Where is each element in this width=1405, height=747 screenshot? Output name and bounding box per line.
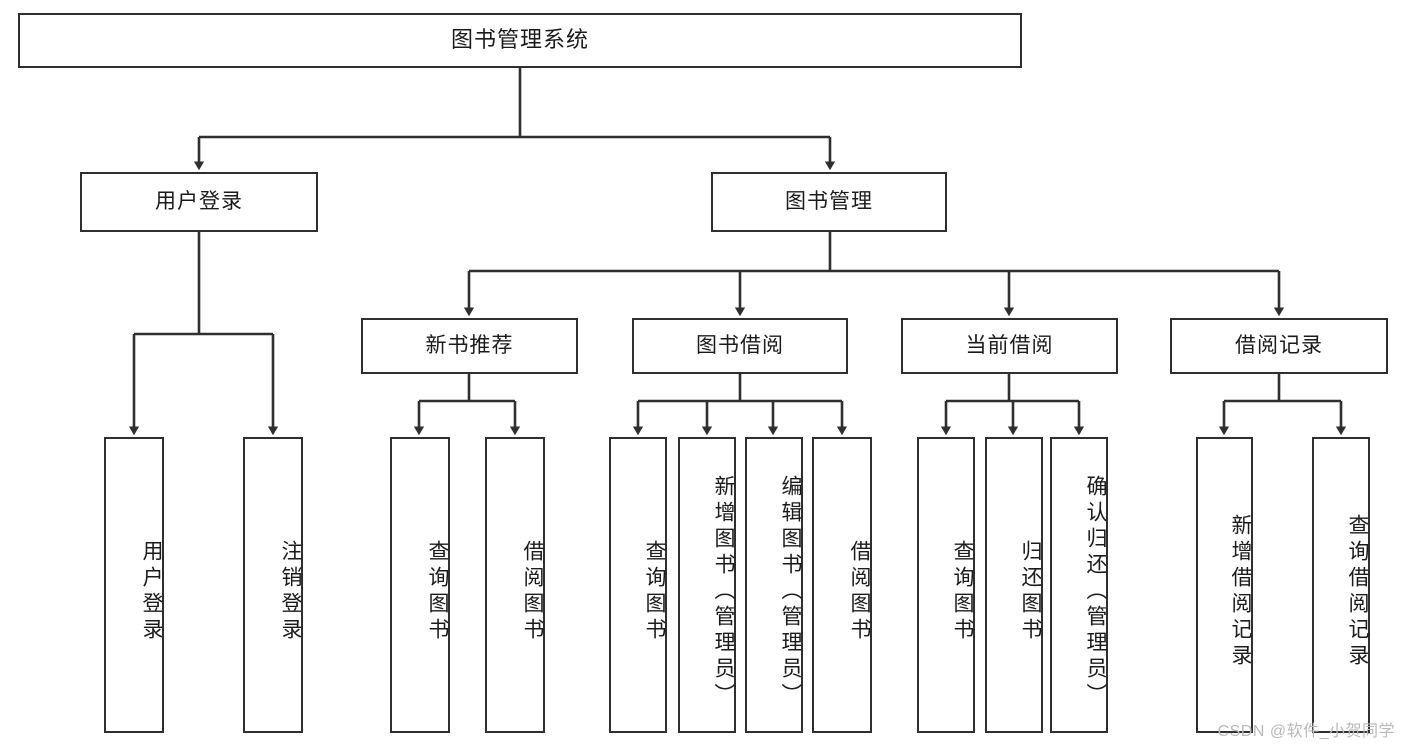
node-label: 编辑图书（管理员）	[779, 475, 802, 709]
leaf-logout-login[interactable]: 注销登录	[243, 437, 303, 733]
leaf-borrow-book[interactable]: 借阅图书	[812, 437, 872, 733]
node-book-borrow[interactable]: 图书借阅	[632, 318, 848, 374]
leaf-add-book[interactable]: 新增图书（管理员）	[678, 437, 736, 733]
node-label: 查询图书	[426, 540, 449, 644]
node-user-login[interactable]: 用户登录	[80, 172, 318, 232]
leaf-confirm-return[interactable]: 确认归还（管理员）	[1050, 437, 1108, 733]
node-label: 借阅图书	[521, 540, 544, 644]
node-label: 借阅图书	[848, 540, 871, 644]
leaf-query-book-borrow[interactable]: 查询图书	[609, 437, 667, 733]
node-label: 确认归还（管理员）	[1084, 475, 1107, 709]
leaf-query-book-current[interactable]: 查询图书	[917, 437, 975, 733]
leaf-borrow-book-new-recommend[interactable]: 借阅图书	[485, 437, 545, 733]
node-label: 图书管理	[785, 190, 873, 214]
leaf-add-borrow-record[interactable]: 新增借阅记录	[1196, 437, 1253, 733]
node-book-management-system[interactable]: 图书管理系统	[18, 13, 1022, 68]
leaf-return-book[interactable]: 归还图书	[985, 437, 1043, 733]
node-label: 归还图书	[1019, 540, 1042, 644]
node-label: 用户登录	[140, 540, 163, 644]
node-current-borrow[interactable]: 当前借阅	[901, 318, 1118, 374]
leaf-query-book-new-recommend[interactable]: 查询图书	[390, 437, 450, 733]
node-label: 查询图书	[951, 540, 974, 644]
leaf-user-login[interactable]: 用户登录	[104, 437, 164, 733]
node-label: 用户登录	[155, 190, 243, 214]
node-label: 当前借阅	[965, 334, 1054, 358]
leaf-query-borrow-record[interactable]: 查询借阅记录	[1312, 437, 1370, 733]
node-label: 注销登录	[279, 540, 302, 644]
node-label: 借阅记录	[1235, 334, 1323, 358]
node-book-manage[interactable]: 图书管理	[711, 172, 947, 232]
node-new-book-recommend[interactable]: 新书推荐	[361, 318, 578, 374]
node-label: 查询图书	[643, 540, 666, 644]
node-label: 新增图书（管理员）	[712, 475, 735, 709]
node-label: 图书借阅	[696, 334, 784, 358]
node-label: 新书推荐	[425, 334, 514, 358]
node-label: 新增借阅记录	[1229, 514, 1252, 670]
leaf-edit-book[interactable]: 编辑图书（管理员）	[745, 437, 803, 733]
node-label: 查询借阅记录	[1346, 514, 1369, 670]
node-borrow-record[interactable]: 借阅记录	[1170, 318, 1388, 374]
csdn-watermark: CSDN @软件_小贺同学	[1217, 723, 1395, 740]
node-label: 图书管理系统	[450, 27, 589, 53]
